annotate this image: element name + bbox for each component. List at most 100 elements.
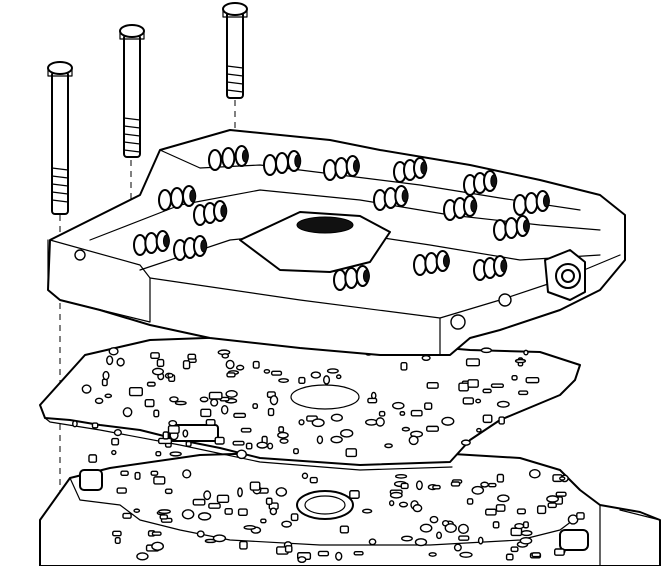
case-hole (459, 551, 473, 558)
gasket-hole (476, 427, 482, 433)
valve-spools (133, 145, 550, 291)
valve-spool (493, 215, 530, 241)
case-hole (457, 523, 469, 535)
case-hole (196, 530, 205, 538)
gasket-hole (270, 370, 283, 376)
gasket-hole (482, 388, 492, 394)
gasket-hole (426, 381, 439, 389)
gasket-hole (187, 353, 197, 360)
case-hole (153, 476, 166, 485)
gasket-hole (465, 358, 480, 367)
case-hole (471, 485, 485, 495)
case-hole (133, 508, 141, 513)
case-hole (429, 515, 439, 524)
case-hole (112, 530, 122, 537)
case-hole (335, 551, 343, 561)
valve-spool (133, 230, 170, 256)
case-hole (122, 512, 132, 519)
valve-spool (208, 145, 249, 171)
case-hole (120, 470, 129, 476)
case-hole (237, 508, 248, 517)
valve-spool (193, 200, 228, 226)
case-hole (436, 531, 443, 540)
gasket-hole (496, 400, 510, 408)
gasket-hole (490, 383, 505, 388)
case-hole (428, 552, 437, 557)
gasket-hole (104, 393, 113, 399)
case-hole (275, 487, 288, 497)
case-hole (485, 508, 497, 516)
gasket-hole (205, 419, 216, 426)
gasket-hole (240, 427, 252, 433)
case-hole (182, 469, 192, 479)
case-hole (260, 518, 267, 524)
gasket-hole (482, 414, 493, 424)
valve-body-boss (498, 293, 512, 307)
gasket-hole (235, 364, 245, 371)
valve-spool (373, 185, 409, 211)
case-hole (522, 521, 529, 529)
case-hole (134, 471, 141, 480)
gasket-hole (122, 407, 133, 418)
case-hole (181, 509, 195, 520)
gasket-hole (480, 347, 493, 354)
case-hole (477, 536, 484, 545)
gasket-hole (167, 425, 180, 434)
gasket-hole (91, 422, 99, 429)
case-passages (112, 468, 585, 564)
case-hole (388, 500, 395, 507)
gasket-hole (426, 425, 439, 432)
gasket-hole (311, 418, 325, 428)
gasket-hole (151, 367, 165, 376)
gasket-hole (113, 429, 122, 437)
gasket-hole (182, 429, 189, 438)
case-hole (216, 494, 230, 504)
gasket-hole (208, 391, 223, 400)
gasket-hole (267, 407, 275, 417)
case-hole (309, 476, 318, 484)
gasket-hole (128, 386, 143, 397)
case-hole (362, 508, 373, 514)
case-hole (389, 491, 403, 499)
case-hole (284, 545, 293, 553)
gasket-hole (316, 435, 324, 445)
case-hole (136, 552, 149, 561)
case-hole (516, 508, 526, 515)
case-hole (559, 476, 566, 481)
gasket-hole (410, 409, 423, 417)
gasket-hole (441, 416, 455, 426)
gasket-hole (399, 411, 406, 416)
case-hole (151, 541, 165, 551)
gasket-hole (323, 375, 331, 385)
gasket-hole (330, 435, 343, 444)
case-hole (203, 490, 212, 501)
gasket-hole (252, 360, 260, 369)
valve-body-boss (450, 314, 466, 330)
gasket-hole (144, 398, 155, 408)
case-boss-left (79, 469, 103, 491)
case-hole (492, 521, 500, 529)
gasket-hole (421, 354, 431, 361)
case-hole (239, 540, 248, 550)
gasket-hole (167, 372, 174, 378)
case-hole (269, 507, 278, 516)
case-hole (290, 513, 299, 522)
valve-spool (473, 255, 508, 281)
case-hole (368, 538, 377, 546)
gasket-hole (200, 408, 212, 418)
case-hole (116, 487, 127, 494)
case-hole (150, 470, 159, 476)
gasket-hole (185, 440, 192, 447)
case-hole (114, 536, 121, 545)
gasket-hole (364, 418, 378, 426)
gasket-hole (277, 431, 289, 439)
case-hole (398, 501, 409, 508)
gasket-hole (111, 449, 117, 456)
case-hole (555, 491, 567, 497)
gasket-hole (153, 409, 160, 418)
gasket-hole (226, 372, 236, 378)
gasket-passages (72, 347, 540, 463)
case-hole (576, 512, 585, 520)
gasket-hole (256, 441, 269, 449)
valve-spool (333, 265, 370, 291)
